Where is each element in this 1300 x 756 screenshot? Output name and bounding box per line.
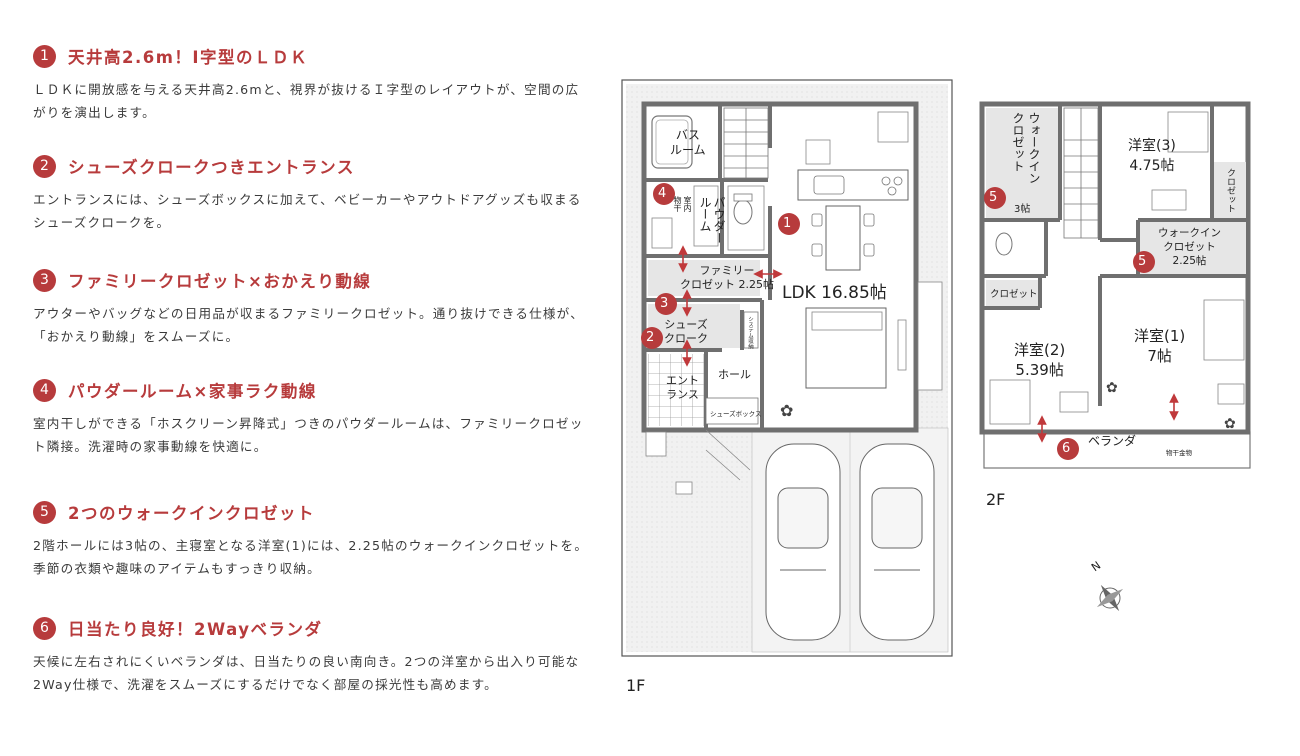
feature-list: 1 天井高2.6m！I字型のＬＤＫ ＬＤＫに開放感を与える天井高2.6mと、視界が… xyxy=(0,0,600,756)
marker-5: 5 xyxy=(1138,254,1147,269)
feature-title: 日当たり良好！2Wayベランダ xyxy=(68,620,323,639)
room-wic-hall: ウォークイン クロゼット xyxy=(1011,112,1041,184)
vanity-icon xyxy=(693,185,719,247)
feature-2: 2 シューズクロークつきエントランス エントランスには、シューズボックスに加えて、… xyxy=(33,152,593,234)
room-western-2: 洋室(2) 5.39帖 xyxy=(1014,341,1066,379)
room-system-storage: システム収納 xyxy=(747,316,753,349)
closet-2-floor xyxy=(986,280,1038,306)
feature-body: 室内干しができる「ホスクリーン昇降式」つきのパウダールームは、ファミリークロゼッ… xyxy=(33,416,584,454)
car-icon xyxy=(765,443,841,641)
balcony xyxy=(983,431,1251,469)
car-icon xyxy=(859,443,935,641)
feature-number: 3 xyxy=(33,268,56,292)
marker-3: 3 xyxy=(660,296,669,311)
room-bath: バス ルーム xyxy=(670,128,706,157)
room-western-1: 洋室(1) 7帖 xyxy=(1134,327,1186,365)
floor-2-label: 2F xyxy=(986,490,1006,509)
feature-title: パウダールーム×家事ラク動線 xyxy=(68,382,317,401)
desk-icon xyxy=(1059,391,1089,413)
bed-icon xyxy=(1167,111,1209,153)
feature-5: 5 2つのウォークインクロゼット 2階ホールには3帖の、主寝室となる洋室(1)には… xyxy=(33,498,593,580)
room-shoes-cloak: シューズ クローク xyxy=(664,318,708,345)
dining-table xyxy=(825,205,861,271)
marker-1: 1 xyxy=(783,216,792,231)
floor-2-plan: ✿ ✿ xyxy=(979,101,1251,469)
plant-icon: ✿ xyxy=(1106,380,1118,396)
feature-3: 3 ファミリークロゼット×おかえり動線 アウターやバッグなどの日用品が収まるファミ… xyxy=(33,266,593,348)
feature-4: 4 パウダールーム×家事ラク動線 室内干しができる「ホスクリーン昇降式」つきのパウ… xyxy=(33,376,593,458)
desk-icon xyxy=(1151,189,1187,211)
feature-number: 4 xyxy=(33,378,56,402)
feature-1: 1 天井高2.6m！I字型のＬＤＫ ＬＤＫに開放感を与える天井高2.6mと、視界が… xyxy=(33,42,593,124)
wic-master-floor xyxy=(1140,222,1246,274)
drying-hardware-label: 物干金物 xyxy=(1166,449,1192,457)
marker-6: 6 xyxy=(1062,441,1071,456)
room-powder: パウダー ルーム xyxy=(698,196,726,244)
room-closet-3: クロゼット xyxy=(1225,168,1235,213)
outdoor-storage xyxy=(917,281,943,391)
room-family-closet: ファミリー クロゼット 2.25帖 xyxy=(680,264,774,291)
tv-board xyxy=(897,319,907,371)
stairs-2f xyxy=(1063,107,1099,239)
room-ldk: LDK 16.85帖 xyxy=(782,283,887,303)
feature-title: ファミリークロゼット×おかえり動線 xyxy=(68,272,372,291)
room-wic-master: ウォークイン クロゼット 2.25帖 xyxy=(1158,227,1221,267)
sink-icon xyxy=(813,175,845,195)
feature-title: シューズクロークつきエントランス xyxy=(68,158,355,177)
fridge-icon xyxy=(877,111,909,143)
room-western-3: 洋室(3) 4.75帖 xyxy=(1128,138,1176,174)
bed-icon xyxy=(1203,299,1245,361)
plant-icon: ✿ xyxy=(780,401,793,420)
closet-3-floor xyxy=(1214,162,1246,218)
entrance-floor xyxy=(648,354,704,426)
washer-icon xyxy=(651,217,673,249)
feature-title: 天井高2.6m！I字型のＬＤＫ xyxy=(68,48,309,67)
pantry-icon xyxy=(805,139,831,165)
floor-markers xyxy=(641,183,1155,460)
feature-number: 5 xyxy=(33,500,56,524)
feature-body: アウターやバッグなどの日用品が収まるファミリークロゼット。通り抜けできる仕様が、… xyxy=(33,306,584,344)
bed-icon xyxy=(989,379,1031,425)
marker-5: 5 xyxy=(989,190,998,205)
desk-icon xyxy=(1217,383,1245,405)
feature-number: 2 xyxy=(33,154,56,178)
feature-number: 1 xyxy=(33,44,56,68)
bathtub-icon xyxy=(651,115,693,169)
feature-title: 2つのウォークインクロゼット xyxy=(68,504,315,523)
floor-1-plan: ✿ xyxy=(621,79,953,657)
room-shoes-box: シューズボックス xyxy=(710,410,762,418)
system-storage-icon xyxy=(743,311,759,349)
shoes-box-icon xyxy=(705,397,759,425)
feature-6: 6 日当たり良好！2Wayベランダ 天候に左右されにくいベランダは、日当たりの良い… xyxy=(33,614,593,696)
room-closet-2: クロゼット xyxy=(990,289,1038,300)
feature-body: ＬＤＫに開放感を与える天井高2.6mと、視界が抜けるＩ字型のレイアウトが、空間の… xyxy=(33,82,580,120)
plant-icon: ✿ xyxy=(1224,416,1236,432)
room-entrance: エント ランス xyxy=(666,374,699,401)
room-wic-hall-size: 3帖 xyxy=(1014,204,1031,215)
feature-number: 6 xyxy=(33,616,56,640)
feature-body: エントランスには、シューズボックスに加えて、ベビーカーやアウトドアグッズも収まる… xyxy=(33,192,582,230)
marker-4: 4 xyxy=(658,186,667,201)
toilet-icon xyxy=(995,232,1013,256)
room-hall: ホール xyxy=(718,368,751,381)
room-balcony: ベランダ xyxy=(1088,434,1137,448)
family-closet-floor xyxy=(648,260,760,296)
stairs-1f xyxy=(723,107,769,179)
room-drying: 室内 物干 xyxy=(673,196,692,212)
feature-body: 天候に左右されにくいベランダは、日当たりの良い南向き。2つの洋室から出入り可能な… xyxy=(33,654,580,692)
marker-2: 2 xyxy=(646,330,655,345)
compass-icon xyxy=(1096,584,1124,612)
floor-1-label: 1F xyxy=(626,676,646,695)
entry-steps xyxy=(645,429,751,495)
feature-body: 2階ホールには3帖の、主寝室となる洋室(1)には、2.25帖のウォークインクロゼ… xyxy=(33,538,589,576)
toilet-icon xyxy=(733,199,753,225)
